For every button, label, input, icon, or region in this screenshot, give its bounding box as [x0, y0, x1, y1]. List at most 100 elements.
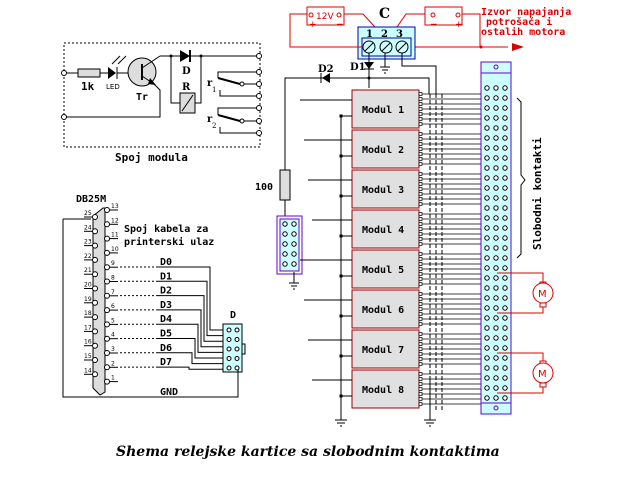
- motor-label: M: [538, 289, 547, 300]
- module-pin: [418, 267, 423, 271]
- signal-wire: [158, 338, 228, 359]
- signal-wire: [158, 323, 228, 353]
- terminal: [61, 114, 67, 120]
- module-pin: [418, 107, 423, 111]
- strip-pin: [502, 325, 508, 331]
- strip-pin: [484, 355, 490, 361]
- header-pin: [226, 327, 232, 333]
- strip-pin: [484, 385, 490, 391]
- module-box: [351, 249, 420, 289]
- resistor-label: 1k: [81, 80, 95, 93]
- strip-pin: [484, 225, 490, 231]
- screw-icon: [395, 40, 409, 54]
- db25-pin-number: 10: [111, 246, 119, 253]
- module-pin: [418, 152, 423, 156]
- strip-pin: [502, 355, 508, 361]
- module-schematic-title: Spoj modula: [115, 151, 188, 164]
- strip-pin: [493, 355, 499, 361]
- strip-pin: [484, 325, 490, 331]
- strip-pin: [493, 385, 499, 391]
- db25-pin: [92, 328, 98, 335]
- external-label-2: potrošača i: [486, 16, 552, 28]
- terminal: [61, 70, 67, 76]
- db25-pin-number: 23: [84, 239, 92, 246]
- minus-sign: −: [430, 20, 438, 30]
- diagram-caption: Shema relejske kartice sa slobodnim kont…: [116, 444, 500, 460]
- module-box: [351, 209, 420, 249]
- module-pin: [418, 242, 423, 246]
- module-pin: [418, 217, 423, 221]
- db25-pin: [104, 278, 110, 285]
- module-label: Modul 5: [362, 265, 404, 276]
- module-pin: [418, 292, 423, 296]
- strip-pin: [493, 115, 499, 121]
- strip-pin: [484, 375, 490, 381]
- module-boundary: [63, 42, 261, 148]
- db25-connector: DB25M Spoj kabela za printerski ulaz 131…: [62, 194, 246, 398]
- module-label: Modul 8: [362, 385, 404, 396]
- module-pin: [418, 102, 423, 106]
- module-pin: [418, 252, 423, 256]
- strip-pin: [502, 215, 508, 221]
- strip-pin: [493, 165, 499, 171]
- header-pin: [291, 251, 297, 257]
- strip-pin: [502, 385, 508, 391]
- motor-1: M: [497, 272, 554, 314]
- db25-pin-number: 7: [111, 289, 115, 296]
- strip-pin: [502, 335, 508, 341]
- strip-pin: [493, 175, 499, 181]
- db25-pin-number: 5: [111, 317, 115, 324]
- strip-pin: [502, 165, 508, 171]
- module-label: Modul 3: [362, 185, 404, 196]
- db25-pin: [104, 235, 110, 242]
- db25-pin: [104, 307, 110, 314]
- module-label: Modul 4: [362, 225, 404, 236]
- db25-pin: [92, 271, 98, 278]
- d1-diode-icon: [364, 62, 374, 69]
- strip-pin: [493, 335, 499, 341]
- header-pin: [234, 356, 240, 361]
- header-pin: [226, 356, 232, 361]
- header-d-label: D: [230, 310, 236, 321]
- signal-wire: [158, 366, 228, 370]
- contact2-label: r: [207, 114, 213, 125]
- strip-pin: [484, 235, 490, 241]
- module-pin: [418, 147, 423, 151]
- header-pin: [282, 251, 288, 257]
- db25-pin: [92, 256, 98, 263]
- module-8: Modul 8: [312, 369, 485, 409]
- module-pin: [418, 352, 423, 356]
- strip-pin: [502, 185, 508, 191]
- module-pin: [418, 337, 423, 341]
- module-pin: [418, 237, 423, 241]
- strip-pin: [493, 155, 499, 161]
- header-pin: [226, 365, 232, 371]
- motor-label: M: [538, 369, 547, 380]
- signal-wire: [158, 295, 228, 342]
- db25-pin: [92, 314, 98, 321]
- signal-label: D6: [160, 343, 172, 354]
- module-box: [351, 369, 420, 409]
- signal-wire: [158, 266, 228, 331]
- module-pin: [418, 257, 423, 261]
- strip-pin: [484, 365, 490, 371]
- strip-pin: [484, 85, 490, 91]
- strip-pin: [502, 125, 508, 131]
- strip-pin: [493, 235, 499, 241]
- db25-pin: [104, 249, 110, 256]
- module-pin: [418, 162, 423, 166]
- contact1-sub: 1: [212, 86, 216, 94]
- strip-pin: [484, 245, 490, 251]
- supply-12v: [306, 6, 345, 26]
- signal-label: D7: [160, 357, 172, 368]
- db25-pin-number: 1: [111, 375, 115, 382]
- strip-pin: [502, 295, 508, 301]
- db25-pin-number: 8: [111, 275, 115, 282]
- module-pin: [418, 137, 423, 141]
- module-pin: [418, 317, 423, 321]
- header-pin: [226, 337, 232, 342]
- header-input: [276, 215, 303, 290]
- signal-wire: [158, 309, 228, 348]
